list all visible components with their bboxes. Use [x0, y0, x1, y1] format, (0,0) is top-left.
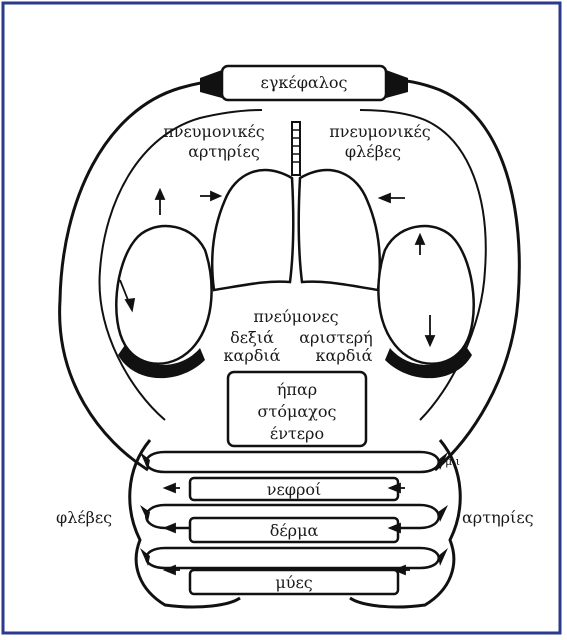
capillary-loop-1: [146, 452, 439, 472]
label-brain: εγκέφαλος: [261, 73, 348, 92]
lung-right: [299, 170, 380, 290]
label-pulmonary-veins-line1: πνευμονικές: [329, 122, 431, 141]
label-right-heart-line2: καρδιά: [224, 346, 281, 365]
label-stomach: στόμαχος: [258, 402, 337, 421]
label-capillary-mark: μ ι: [445, 452, 460, 471]
label-liver: ήπαρ: [277, 380, 317, 399]
label-veins: φλέβες: [56, 508, 112, 527]
right-heart: [116, 226, 211, 364]
left-heart: [378, 226, 473, 364]
label-kidneys: νεφροί: [267, 480, 322, 499]
label-left-heart-line2: καρδιά: [316, 346, 373, 365]
capillary-loop-3: [146, 548, 439, 568]
label-skin: δέρμα: [270, 521, 319, 540]
label-arteries: αρτηρίες: [462, 508, 534, 527]
lung-left: [212, 170, 293, 290]
label-intestine: έντερο: [270, 424, 324, 443]
label-pulmonary-arteries-line1: πνευμονικές: [163, 122, 265, 141]
label-left-heart-line1: αριστερή: [299, 328, 373, 347]
label-muscles: μύες: [275, 573, 312, 592]
label-pulmonary-veins-line2: φλέβες: [345, 142, 401, 161]
label-right-heart-line1: δεξιά: [230, 328, 274, 347]
label-lungs: πνεύμονες: [253, 307, 338, 326]
label-pulmonary-arteries-line2: αρτηρίες: [188, 142, 260, 161]
